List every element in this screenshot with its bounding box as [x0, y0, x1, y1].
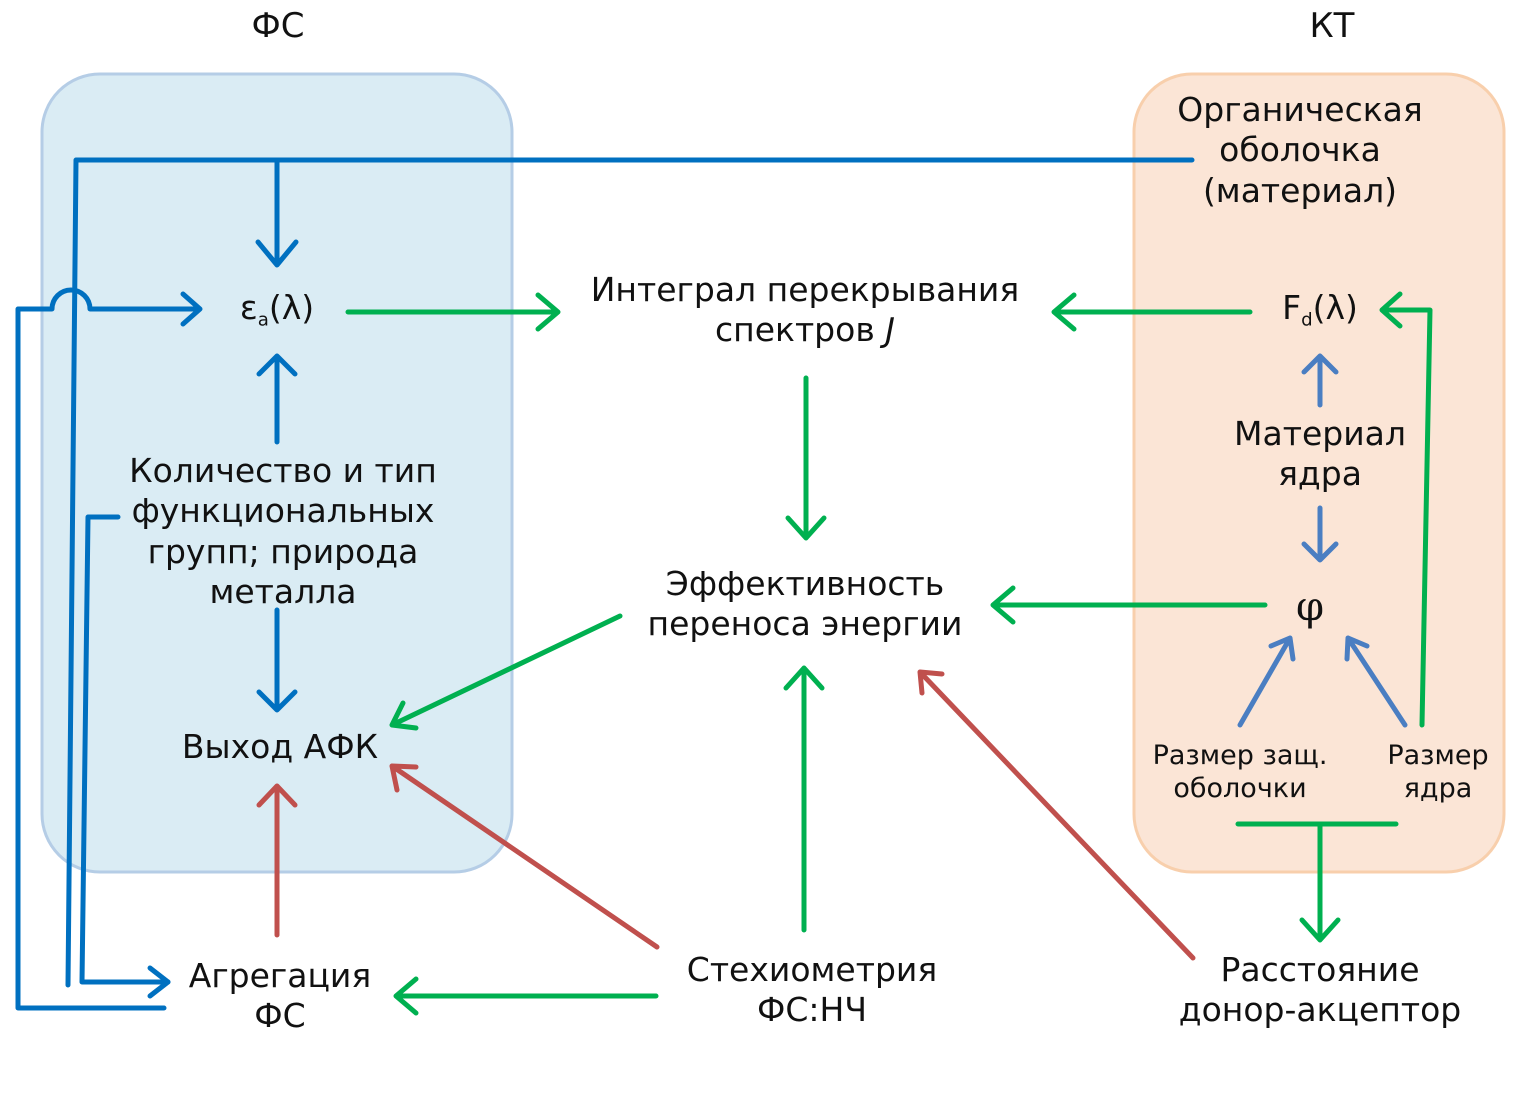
core-size-node: Размер ядра	[1368, 740, 1508, 806]
groups-to-aggregation-line	[79, 514, 171, 985]
integral-to-efficiency-arrow	[785, 375, 827, 541]
groups-to-epsilon-arrow	[256, 353, 298, 445]
overlap-integral-node: Интеграл перекрывания спектров J	[560, 270, 1050, 351]
aggregation-to-epsilon-line	[15, 287, 201, 1011]
groups-to-yield-arrow	[256, 607, 298, 713]
epsilon-subscript: a	[257, 309, 269, 331]
transfer-efficiency-node: Эффективность переноса энергии	[600, 564, 1010, 645]
organic-shell-line-1: Органическая	[1177, 90, 1423, 129]
core-material-to-phi-arrow	[1301, 505, 1339, 563]
overlap-integral-symbol: J	[885, 310, 895, 350]
stoichiometry-line-1: Стехиометрия	[686, 950, 938, 989]
aggregation-to-yield-arrow	[256, 783, 298, 938]
aggregation-line-2: ФС	[254, 996, 306, 1036]
fd-node: Fd(λ)	[1240, 288, 1400, 331]
overlap-integral-text: спектров	[715, 310, 875, 350]
distance-line-1: Расстояние	[1220, 950, 1420, 989]
epsilon-to-integral-arrow	[345, 292, 561, 332]
stoichiometry-line-2: ФС:НЧ	[756, 990, 867, 1030]
epsilon-symbol: ε	[239, 288, 258, 327]
shell-size-node: Размер защ. оболочки	[1130, 740, 1350, 806]
fd-symbol: F	[1282, 288, 1302, 327]
overlap-integral-line-2: спектров J	[560, 310, 1050, 350]
stoichiometry-to-efficiency-arrow	[783, 665, 825, 933]
phi-to-efficiency-arrow	[990, 585, 1268, 625]
core-material-node: Материал ядра	[1195, 414, 1445, 495]
transfer-efficiency-line-2: переноса энергии	[647, 604, 963, 644]
donor-acceptor-distance-node: Расстояние донор-акцептор	[1150, 950, 1490, 1031]
core-size-line-2: ядра	[1403, 772, 1473, 804]
size-bracket	[1235, 821, 1399, 943]
functional-groups-line-3: групп; природа	[147, 531, 419, 571]
epsilon-node: εa(λ)	[197, 288, 357, 331]
stoichiometry-node: Стехиометрия ФС:НЧ	[652, 950, 972, 1031]
functional-groups-node: Количество и тип функциональных групп; п…	[93, 451, 473, 612]
shell-size-line-1: Размер защ.	[1152, 740, 1328, 771]
groups-to-aggregation-arrowhead	[147, 965, 171, 999]
stoichiometry-to-yield-arrow	[389, 763, 660, 950]
core-material-line-1: Материал	[1234, 414, 1406, 453]
distance-line-2: донор-акцептор	[1178, 990, 1462, 1030]
functional-groups-line-4: металла	[209, 571, 357, 611]
shell-to-epsilon-line	[65, 157, 1195, 988]
functional-groups-line-1: Количество и тип	[129, 451, 437, 490]
ros-yield-node: Выход АФК	[181, 727, 379, 766]
fd-subscript: d	[1301, 309, 1313, 331]
functional-groups-line-2: функциональных	[131, 491, 435, 531]
aggregation-line-1: Агрегация	[188, 956, 372, 995]
fd-argument: (λ)	[1312, 288, 1358, 327]
aggregation-to-epsilon-arrowhead	[180, 291, 203, 327]
organic-shell-line-2: оболочка	[1219, 130, 1381, 170]
epsilon-argument: (λ)	[268, 288, 315, 327]
organic-shell-node: Органическая оболочка (материал)	[1140, 90, 1460, 211]
aggregation-node: Агрегация ФС	[160, 956, 400, 1037]
core-material-to-fd-arrow	[1301, 353, 1339, 408]
phi-node: φ	[1295, 584, 1324, 630]
core-size-to-fd-line	[1379, 291, 1433, 728]
core-size-line-1: Размер	[1387, 740, 1489, 771]
distance-to-efficiency-arrow	[917, 669, 1196, 961]
fd-to-integral-arrow	[1051, 292, 1253, 332]
fs-header: ФС	[251, 6, 305, 46]
overlap-integral-line-1: Интеграл перекрывания	[590, 270, 1020, 309]
stoichiometry-to-aggregation-arrow	[393, 976, 659, 1016]
core-material-line-2: ядра	[1278, 454, 1362, 494]
core-size-to-phi-arrow	[1344, 635, 1408, 728]
shell-size-line-2: оболочки	[1173, 772, 1307, 804]
transfer-efficiency-line-1: Эффективность	[665, 564, 945, 603]
shell-to-epsilon-arrow	[255, 157, 299, 268]
shell-size-to-phi-arrow	[1237, 635, 1296, 728]
organic-shell-line-3: (материал)	[1202, 170, 1398, 210]
kt-header: КТ	[1309, 6, 1355, 46]
efficiency-to-yield-arrow	[389, 613, 623, 731]
